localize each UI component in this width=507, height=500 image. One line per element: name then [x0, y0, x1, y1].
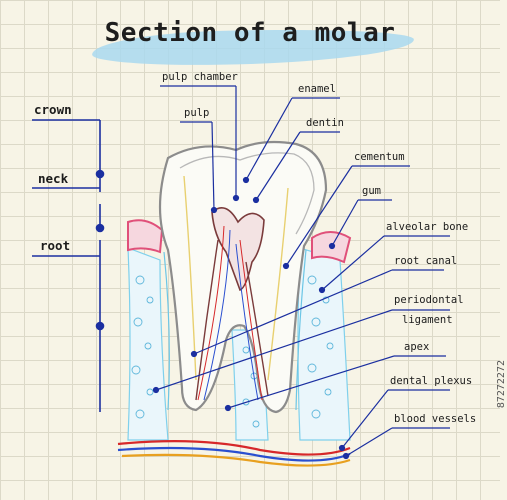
gum-left	[127, 219, 164, 254]
label-cementum: cementum	[354, 151, 405, 163]
label-gum: gum	[362, 185, 381, 197]
label-pulp: pulp	[184, 107, 210, 119]
label-dentin: dentin	[306, 117, 344, 129]
base-blood-vessels	[117, 440, 351, 467]
label-crown: crown	[34, 102, 72, 117]
leader-lines	[152, 85, 450, 460]
diagram-title: Section of a molar	[104, 18, 396, 48]
label-pulp-chamber: pulp chamber	[162, 71, 238, 83]
label-blood-vessels: blood vessels	[394, 413, 477, 425]
label-dental-plexus: dental plexus	[390, 375, 473, 387]
label-neck: neck	[38, 171, 69, 186]
label-periodontal: periodontal	[394, 294, 464, 306]
label-root: root	[40, 238, 71, 253]
left-bracket	[32, 119, 105, 412]
pulp-vessels	[197, 225, 263, 401]
root-canal-left	[195, 239, 219, 401]
label-ligament: ligament	[402, 314, 453, 326]
enamel-line	[179, 152, 315, 235]
periodontal-ligament	[163, 249, 307, 411]
label-enamel: enamel	[298, 83, 336, 95]
bone-texture	[131, 275, 334, 428]
pulp-chamber-shape	[211, 206, 265, 292]
label-root-canal: root canal	[394, 255, 458, 267]
root-canal-right	[245, 261, 269, 397]
label-alveolar-bone: alveolar bone	[386, 221, 469, 233]
dentin-boundary	[183, 175, 289, 381]
stock-watermark: 87272272	[496, 360, 507, 409]
label-apex: apex	[404, 341, 430, 353]
